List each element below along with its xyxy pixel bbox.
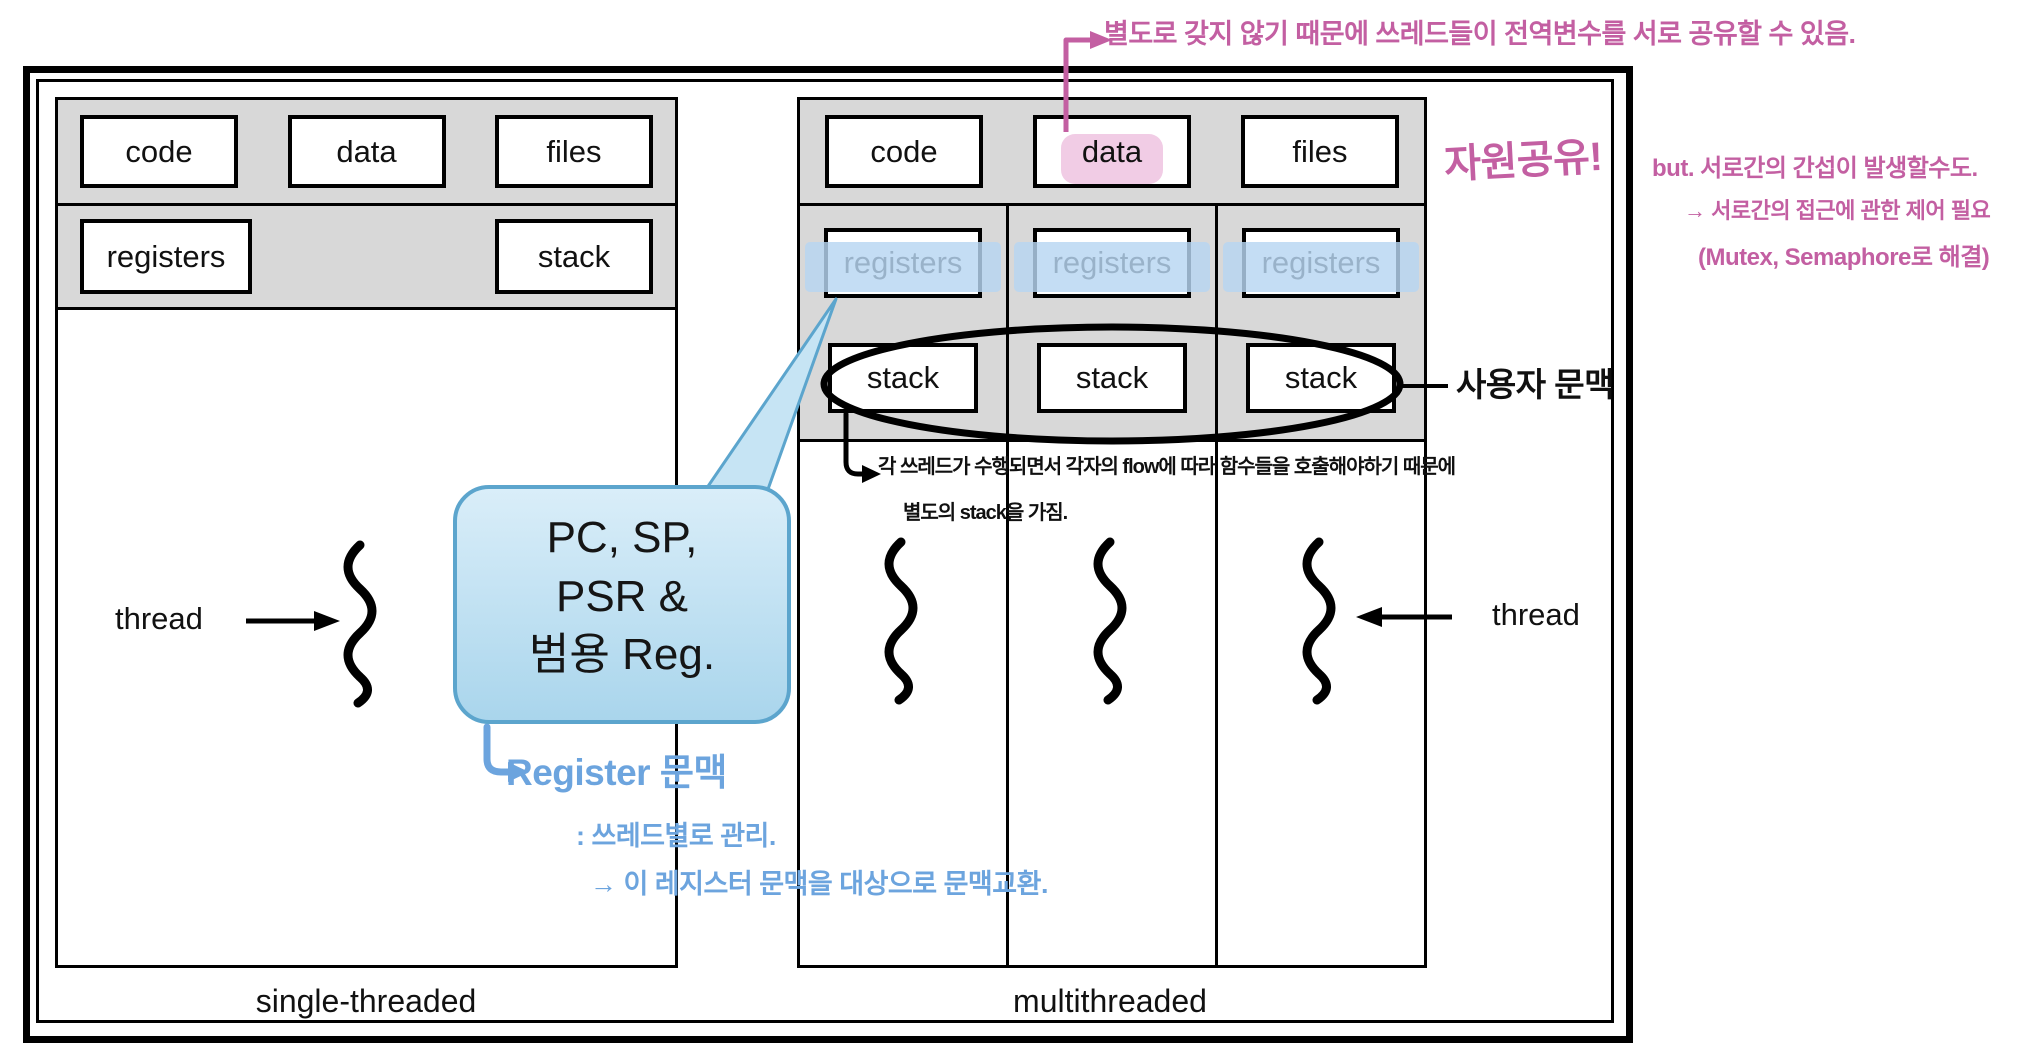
code-box: code — [80, 115, 238, 188]
code-box: code — [825, 115, 983, 188]
registers-label: registers — [106, 238, 226, 274]
stack-box: stack — [1037, 343, 1187, 413]
stack-box: stack — [495, 219, 653, 294]
multithreaded-caption: multithreaded — [1013, 983, 1207, 1019]
thread-column-2: registers stack — [1006, 206, 1215, 965]
registers-blue-highlight — [1014, 242, 1210, 292]
data-label: data — [336, 133, 397, 169]
data-box: data — [1033, 115, 1191, 188]
note-global-variables: 별도로 갖지 않기 때문에 쓰레드들이 전역변수를 서로 공유할 수 있음. — [1104, 19, 1856, 49]
files-box: files — [495, 115, 653, 188]
stack-box: stack — [828, 343, 978, 413]
left-header-row: code data files — [58, 100, 675, 206]
pink-arrowhead-icon — [1090, 31, 1112, 49]
files-label: files — [1292, 133, 1348, 169]
left-registers-row: registers stack — [58, 206, 675, 310]
inner-frame — [36, 79, 1614, 1023]
note-access-control: → 서로간의 접근에 관한 제어 필요 — [1684, 198, 1991, 223]
files-label: files — [546, 133, 602, 169]
note-interference: but. 서로간의 간섭이 발생할수도. — [1652, 155, 1978, 182]
stack-label: stack — [866, 360, 940, 395]
single-threaded-caption: single-threaded — [255, 983, 477, 1019]
stack-label: stack — [537, 238, 611, 274]
stack-label: stack — [1075, 360, 1149, 395]
thread-columns: registers stack registers stack register… — [800, 206, 1424, 965]
multithreaded-panel: code data files registers stack — [797, 97, 1427, 968]
code-label: code — [870, 133, 938, 169]
code-label: code — [125, 133, 193, 169]
registers-blue-highlight — [1223, 242, 1419, 292]
outer-frame — [23, 66, 1633, 1043]
registers-box: registers — [80, 219, 252, 294]
stack-box: stack — [1246, 343, 1396, 413]
right-header-row: code data files — [800, 100, 1424, 206]
note-mutex-semaphore: (Mutex, Semaphore로 해결) — [1698, 244, 1990, 271]
files-box: files — [1241, 115, 1399, 188]
single-threaded-panel: code data files registers stack — [55, 97, 678, 968]
registers-blue-highlight — [805, 242, 1001, 292]
data-box: data — [287, 115, 446, 188]
thread-column-3: registers stack — [1215, 206, 1424, 965]
data-pink-highlight — [1061, 134, 1163, 184]
data-label: data — [1081, 133, 1143, 169]
stack-label: stack — [1284, 360, 1358, 395]
thread-column-1: registers stack — [800, 206, 1006, 965]
